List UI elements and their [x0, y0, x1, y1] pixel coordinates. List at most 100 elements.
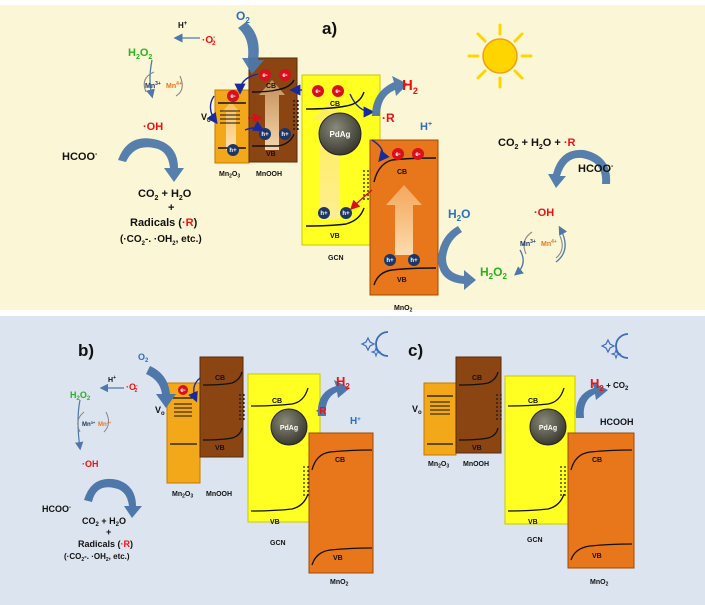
hcoo-oxidation-arrow-b [84, 478, 142, 518]
mno2-vb-label-b: VB [333, 555, 343, 562]
svg-text:e-: e- [282, 73, 287, 79]
products-plus-a: + [168, 202, 174, 214]
mn4-label-b: Mn4+ [98, 420, 112, 428]
mnooh-vb-label-b: VB [215, 445, 225, 452]
pdag-label-c: PdAg [539, 425, 557, 432]
mno2-vb-curve [373, 267, 437, 286]
right-products-a: CO2 + H2O + ·R [498, 137, 576, 151]
mn4-label-a-right: Mn4+ [541, 239, 557, 248]
mnooh-box-c [455, 356, 502, 454]
svg-text:e-: e- [230, 94, 235, 100]
pdag-particle-c [529, 408, 567, 446]
gcn-box-c [504, 375, 576, 525]
mn2o3-box-b [166, 382, 201, 484]
h2o-label-a: H2O [448, 207, 470, 223]
oh-label-a: ·OH [143, 121, 163, 133]
svg-text:h+: h+ [342, 211, 350, 217]
mnooh-vb-curve [252, 133, 295, 147]
hcoo-right-arrow [548, 149, 611, 188]
gcn-vb-label: VB [330, 233, 340, 240]
hplus-label-b: H+ [108, 375, 116, 384]
moon-stars-icon-c [600, 333, 629, 360]
vo-label-c: Vo [412, 404, 422, 416]
products-plus-b: + [106, 527, 111, 537]
h2-evolution-arrow-b [317, 380, 350, 416]
hcooh-label-c: HCOOH [600, 417, 634, 427]
svg-text:e-: e- [395, 152, 400, 158]
mno2-box-c [567, 432, 635, 569]
gcn-vb-label-c: VB [528, 519, 538, 526]
gcn-vb-label-b: VB [270, 519, 280, 526]
panel-c: c) [408, 333, 635, 588]
pdag-particle-b [270, 408, 308, 446]
mn3-label-a-right: Mn3+ [520, 239, 536, 248]
hcoo-label-b: HCOO- [42, 504, 71, 514]
gcn-cb-label-c: CB [528, 398, 538, 405]
mno2-cb-label-b: CB [335, 457, 345, 464]
mno2-name: MnO2 [394, 305, 413, 314]
gcn-box-b [247, 373, 321, 523]
panel-c-label: c) [408, 341, 423, 360]
mn3-label-b: Mn3+ [82, 420, 96, 428]
mn2o3-name: Mn2O3 [219, 171, 240, 180]
svg-text:h+: h+ [261, 132, 269, 138]
mnooh-name-c: MnOOH [463, 461, 489, 468]
products-line1-a: CO2 + H2O [138, 188, 192, 202]
gcn-cb-curve [305, 91, 365, 110]
panel-a: a) [62, 9, 614, 314]
pdag-particle-a [318, 112, 362, 156]
hcoo-oxidation-arrow-a [118, 138, 184, 182]
svg-text:h+: h+ [410, 258, 418, 264]
mno2-name-b: MnO2 [330, 579, 349, 588]
mn4-label-a: Mn4+ [166, 81, 182, 90]
gcn-box [301, 74, 381, 246]
vo-label-b: Vo [155, 405, 165, 417]
mn3-label-a: Mn3+ [145, 81, 161, 90]
r-radical-label-b: ·R [316, 406, 327, 417]
mno2-vb-label-c: VB [592, 553, 602, 560]
pdag-label-b: PdAg [280, 425, 298, 432]
svg-text:e-: e- [180, 388, 185, 394]
hcoo-label-a: HCOO- [62, 151, 98, 163]
mno2-cb-label-c: CB [592, 457, 602, 464]
gcn-name: GCN [328, 255, 344, 262]
superoxide-label-b: ·O-2 [126, 382, 138, 394]
mn-redox-cycle-right [523, 231, 563, 259]
charge-carriers-a: e- e- e- e- e- e- e- h+ h+ h+ h+ h+ h+ h… [227, 69, 424, 266]
mno2-cb-label: CB [397, 169, 407, 176]
vo-defect-levels [220, 110, 240, 124]
mno2-excitation-arrow [386, 185, 422, 255]
products-examples-a: (·CO2-. ·OH2, etc.) [120, 234, 202, 247]
mno2-box-b [308, 432, 374, 574]
panel-b: b) [42, 331, 389, 588]
mnooh-cb-label-c: CB [472, 375, 482, 382]
svg-text:h+: h+ [281, 132, 289, 138]
mnooh-cb-curve [251, 79, 295, 93]
h2-evolution-arrow [372, 76, 408, 116]
oh-right-label-a: ·OH [534, 207, 554, 219]
mn2o3-name-b: Mn2O3 [172, 491, 193, 500]
hcoo-right-label-a: HCOO- [578, 163, 614, 175]
moon-stars-icon-b [360, 331, 389, 358]
mno2-name-c: MnO2 [590, 579, 609, 588]
hplus-right-label-b: H+ [350, 416, 361, 427]
panel-b-label: b) [78, 341, 94, 360]
h2o2-right-label-a: H2O2 [480, 265, 507, 281]
mno2-vb-label: VB [397, 277, 407, 284]
o2-reduction-arrow-b [146, 366, 176, 408]
hplus-label-a: H+ [178, 21, 188, 30]
products-radicals-a: Radicals (·R) [130, 217, 198, 229]
products-radicals-b: Radicals (·R) [78, 539, 133, 549]
gcn-vb-curve [305, 207, 365, 227]
svg-text:e-: e- [335, 89, 340, 95]
r-radical-label-a: ·R [382, 111, 395, 125]
mnooh-vb-label-c: VB [472, 445, 482, 452]
svg-text:e-: e- [315, 89, 320, 95]
h2-co2-label-c: H2 + CO2 [590, 376, 629, 393]
o2-label-b: O2 [138, 352, 149, 364]
mnooh-cb-label: CB [266, 83, 276, 90]
mnooh-name-b: MnOOH [206, 491, 232, 498]
superoxide-label-a: ·O-2 [202, 35, 216, 47]
svg-text:h+: h+ [320, 211, 328, 217]
